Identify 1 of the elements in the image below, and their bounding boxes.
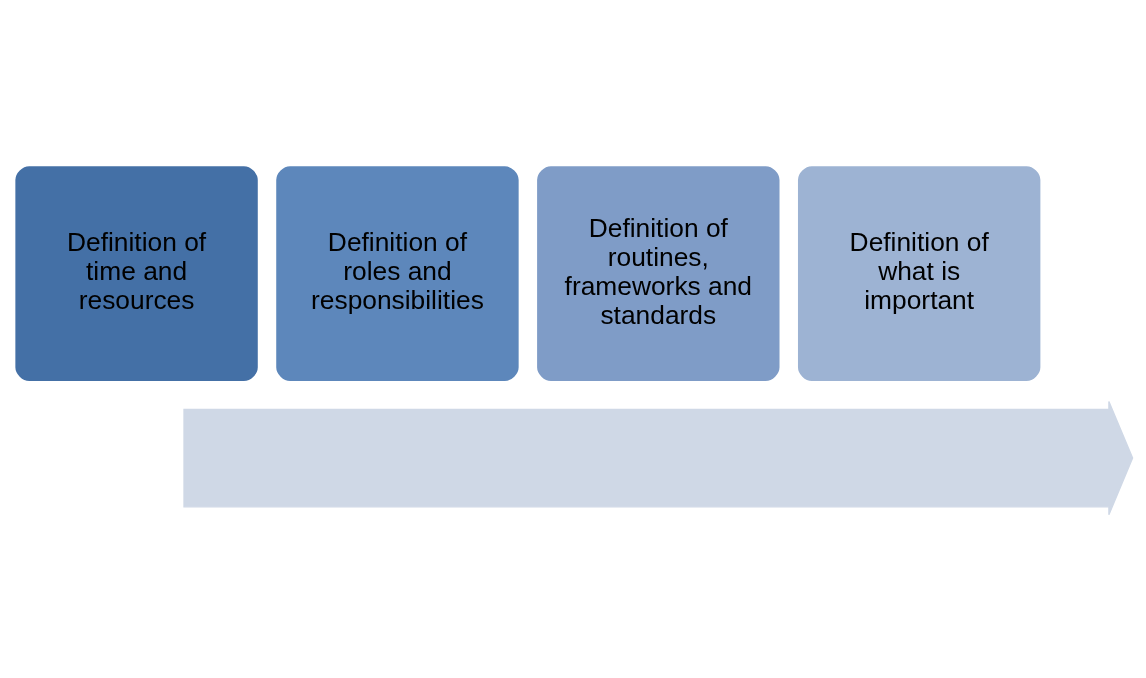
node-arrow: [183, 400, 1134, 515]
